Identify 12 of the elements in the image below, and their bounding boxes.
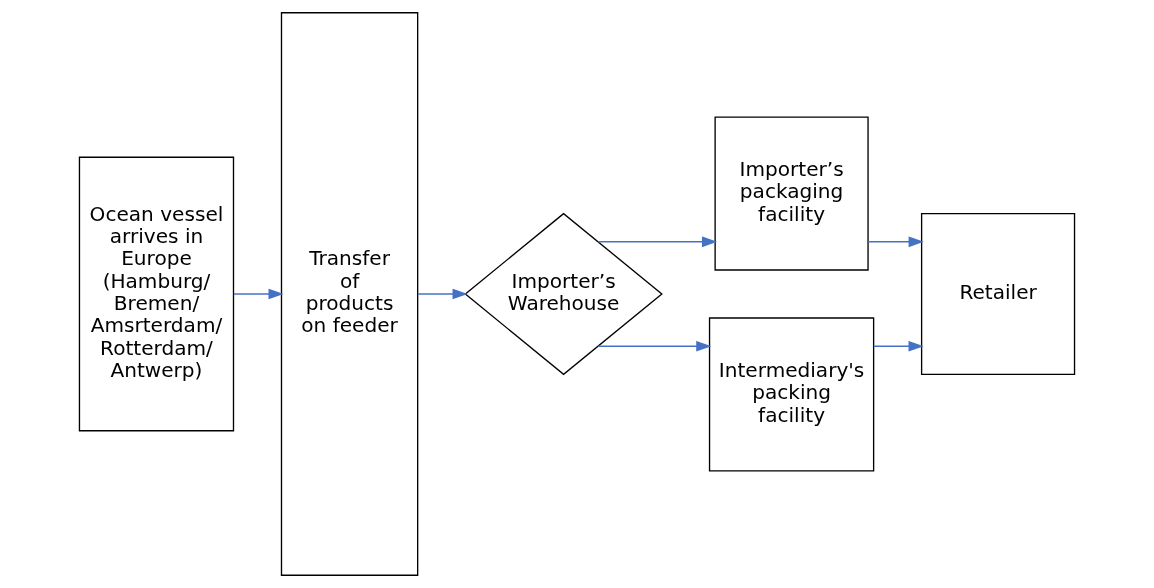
node-box: Importer’s packaging facility xyxy=(714,116,869,271)
node-box: Ocean vessel arrives in Europe (Hamburg/ Bremen/ Amsrterdam/ Rotterdam/ Antwerp) xyxy=(78,156,235,432)
arrow xyxy=(597,340,712,352)
node-box: Transfer of products on feeder xyxy=(280,12,419,576)
arrow xyxy=(417,288,468,300)
arrow xyxy=(233,288,284,300)
arrow xyxy=(597,236,718,248)
arrow xyxy=(867,236,924,248)
node-diamond: Importer’s Warehouse xyxy=(464,212,663,376)
arrow xyxy=(873,340,924,352)
node-box: Retailer xyxy=(920,212,1076,376)
node-box: Intermediary's packing facility xyxy=(708,317,875,472)
